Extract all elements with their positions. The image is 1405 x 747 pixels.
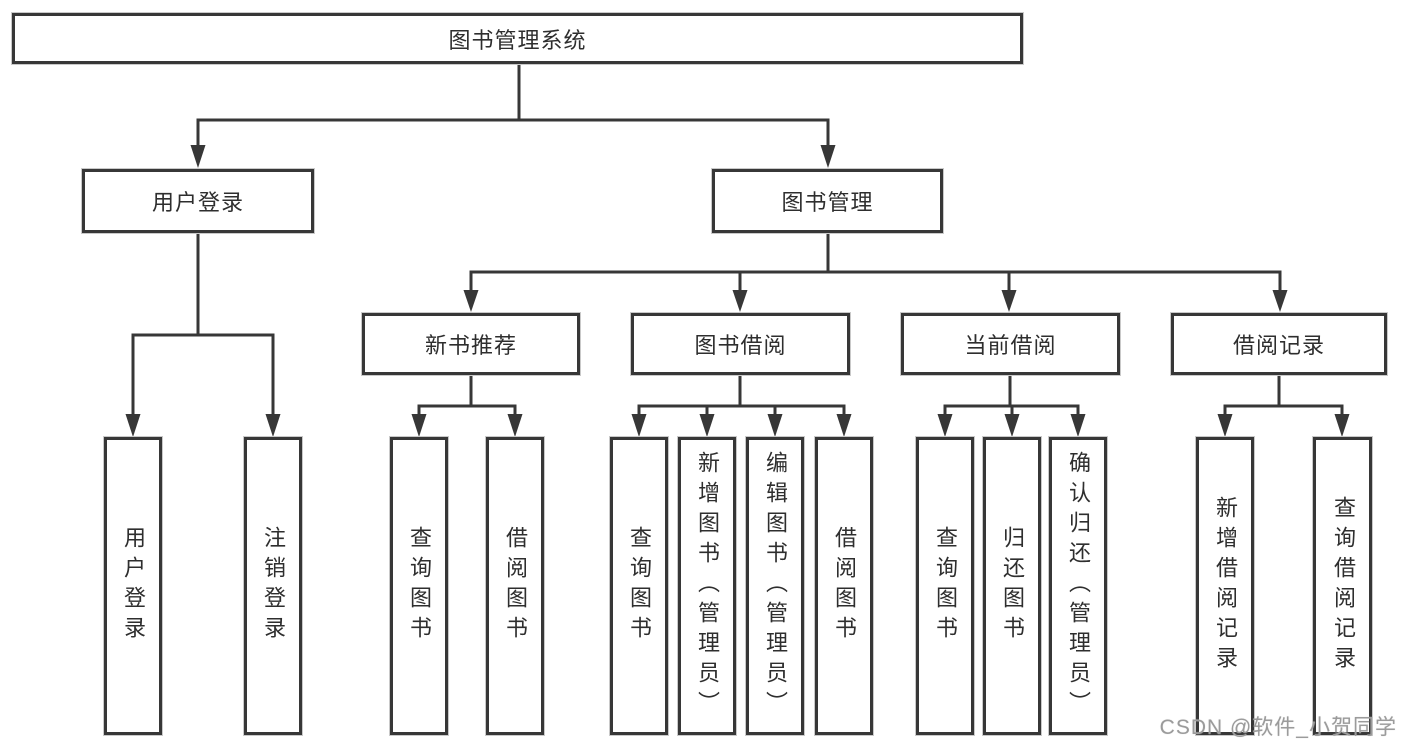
- leaf-query-books-recommend: 查询图书: [390, 437, 448, 735]
- leaf-confirm-return-admin: 确认归还（管理员）: [1049, 437, 1107, 735]
- node-new-book-recommend: 新书推荐: [362, 313, 580, 375]
- leaf-query-books-current: 查询图书: [916, 437, 974, 735]
- leaf-query-books-borrow: 查询图书: [610, 437, 668, 735]
- leaf-borrow-books: 借阅图书: [815, 437, 873, 735]
- node-current-borrow: 当前借阅: [901, 313, 1120, 375]
- leaf-return-book: 归还图书: [983, 437, 1041, 735]
- node-user-login: 用户登录: [82, 169, 314, 233]
- leaf-logout: 注销登录: [244, 437, 302, 735]
- leaf-edit-book-admin: 编辑图书（管理员）: [746, 437, 804, 735]
- node-book-management: 图书管理: [712, 169, 943, 233]
- leaf-user-login: 用户登录: [104, 437, 162, 735]
- node-root-system: 图书管理系统: [12, 13, 1023, 64]
- leaf-add-borrow-record: 新增借阅记录: [1196, 437, 1254, 735]
- leaf-query-borrow-record: 查询借阅记录: [1313, 437, 1372, 735]
- watermark: CSDN @软件_小贺同学: [1159, 716, 1397, 739]
- node-borrow-records: 借阅记录: [1171, 313, 1387, 375]
- node-book-borrow: 图书借阅: [631, 313, 850, 375]
- leaf-borrow-books-recommend: 借阅图书: [486, 437, 544, 735]
- leaf-add-book-admin: 新增图书（管理员）: [678, 437, 736, 735]
